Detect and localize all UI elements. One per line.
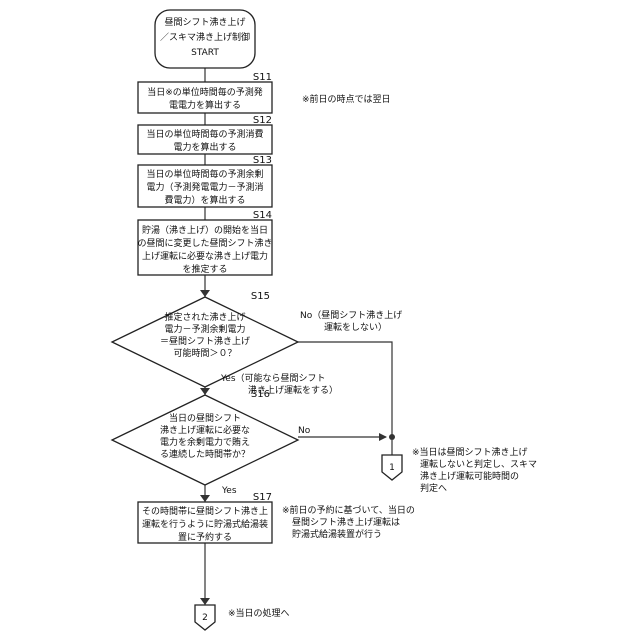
arrowhead <box>200 495 210 502</box>
note-conn1-line-4: 判定へ <box>420 482 447 494</box>
step-s14-line-1: 貯湯（沸き上げ）の開始を当日 <box>142 224 268 236</box>
step-s12-line-2: 電力を算出する <box>173 141 236 153</box>
step-s11-line-2: 電電力を算出する <box>169 99 241 111</box>
step-id-s16: S16 <box>251 389 270 400</box>
s15-yes-line-1: Yes（可能なら昼間シフト <box>220 372 326 384</box>
step-s17-line-3: 置に予約する <box>178 531 232 543</box>
step-id-s12: S12 <box>253 115 272 126</box>
decision-s15-line-4: 可能時間＞０？ <box>173 347 236 359</box>
step-s14-line-3: 上げ運転に必要な沸き上げ電力 <box>142 250 268 262</box>
note-conn1-line-2: 運転しないと判定し、スキマ <box>420 458 537 470</box>
connector-1-label: 1 <box>389 463 395 473</box>
step-s17-line-2: 運転を行うように貯湯式給湯装 <box>142 518 268 530</box>
start-line-2: ／スキマ沸き上げ制御 <box>160 31 250 43</box>
decision-s16: S16 当日の昼間シフト 沸き上げ運転に必要な 電力を余剰電力で賄え る連続した… <box>112 389 298 485</box>
connector-2-label: 2 <box>202 613 208 623</box>
note-s17: ※前日の予約に基づいて、当日の 昼間シフト沸き上げ運転は 貯湯式給湯装置が行う <box>282 504 415 540</box>
s15-no-line-2: 運転をしない） <box>324 322 387 333</box>
step-s14-line-4: を推定する <box>182 263 227 275</box>
start-line-1: 昼間シフト沸き上げ <box>164 16 245 28</box>
note-s17-line-3: 貯湯式給湯装置が行う <box>292 528 382 540</box>
decision-s15-line-2: 電力－予測余剰電力 <box>164 323 245 335</box>
arrowhead <box>200 598 210 605</box>
decision-s16-line-1: 当日の昼間シフト <box>169 412 241 424</box>
decision-s15-line-1: 推定された沸き上げ <box>164 311 245 323</box>
step-s17-line-1: その時間帯に昼間シフト沸き上 <box>142 505 268 517</box>
branch-label-s15-yes: Yes（可能なら昼間シフト 沸き上げ運転をする） <box>220 372 338 396</box>
arrowhead <box>200 388 210 395</box>
arrowhead <box>379 433 387 441</box>
branch-label-s15-no: No（昼間シフト沸き上げ 運転をしない） <box>300 309 402 333</box>
step-s13-line-2: 電力（予測発電電力－予測消 <box>146 181 263 193</box>
decision-s15: S15 推定された沸き上げ 電力－予測余剰電力 ＝昼間シフト沸き上げ 可能時間＞… <box>112 291 298 387</box>
note-connector-1: ※当日は昼間シフト沸き上げ 運転しないと判定し、スキマ 沸き上げ運転可能時間の … <box>412 446 537 494</box>
branch-label-s16-no: No <box>298 426 311 436</box>
junction-dot <box>389 434 395 440</box>
start-terminal: 昼間シフト沸き上げ ／スキマ沸き上げ制御 START <box>155 10 255 68</box>
offpage-connector-2: 2 <box>195 605 215 630</box>
step-s11-line-1: 当日※の単位時間毎の予測発 <box>147 86 263 98</box>
step-id-s15: S15 <box>251 291 270 302</box>
offpage-connector-1: 1 <box>382 455 402 480</box>
decision-s16-line-3: 電力を余剰電力で賄え <box>160 436 250 448</box>
decision-s15-line-3: ＝昼間シフト沸き上げ <box>160 335 250 347</box>
note-s17-line-2: 昼間シフト沸き上げ運転は <box>292 516 400 528</box>
decision-s16-line-4: る連続した時間帯か？ <box>160 448 250 460</box>
step-s13-line-3: 費電力）を算出する <box>164 194 245 206</box>
process-step-s14: S14 貯湯（沸き上げ）の開始を当日 の昼間に変更した昼間シフト沸き 上げ運転に… <box>137 210 272 275</box>
note-conn1-line-3: 沸き上げ運転可能時間の <box>420 470 519 482</box>
step-s13-line-1: 当日の単位時間毎の予測余剰 <box>146 168 263 180</box>
branch-label-s16-yes: Yes <box>221 486 237 496</box>
note-s17-line-1: ※前日の予約に基づいて、当日の <box>282 504 415 516</box>
note-connector-2: ※当日の処理へ <box>228 607 290 619</box>
step-id-s11: S11 <box>253 72 272 83</box>
note-s11: ※前日の時点では翌日 <box>302 93 391 105</box>
step-s12-line-1: 当日の単位時間毎の予測消費 <box>146 128 263 140</box>
note-conn1-line-1: ※当日は昼間シフト沸き上げ <box>412 446 528 458</box>
decision-s16-line-2: 沸き上げ運転に必要な <box>160 424 250 436</box>
start-line-3: START <box>191 48 219 58</box>
arrowhead <box>200 290 210 297</box>
step-s14-line-2: の昼間に変更した昼間シフト沸き <box>137 237 272 249</box>
s15-no-line-1: No（昼間シフト沸き上げ <box>300 309 402 321</box>
